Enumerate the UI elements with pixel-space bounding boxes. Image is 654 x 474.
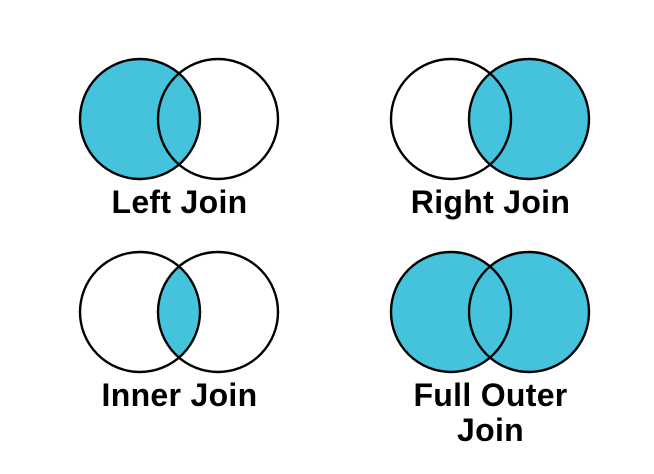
left-circle-outline: [389, 250, 512, 374]
right-circle-fill: [468, 59, 589, 179]
panel-inner-join: Inner Join: [0, 237, 327, 474]
left-circle-outline: [78, 57, 201, 181]
venn-left-join-diagram: [78, 57, 279, 181]
venn-full-outer-join-diagram: [389, 250, 590, 374]
left-circle-outline: [78, 250, 201, 374]
venn-inner-join-diagram: [78, 250, 279, 374]
panel-left-join: Left Join: [0, 0, 327, 237]
left-circle-outline: [389, 57, 512, 181]
panel-right-join-content: Right Join: [388, 55, 594, 220]
right-circle-outline: [156, 57, 279, 181]
label-inner-join: Inner Join: [101, 377, 258, 413]
panel-full-outer-join-content: Full Outer Join: [386, 248, 596, 448]
label-left-join: Left Join: [111, 184, 248, 220]
label-full-outer-join: Full Outer Join: [413, 377, 568, 448]
right-circle-outline: [467, 57, 590, 181]
right-circle-outline: [467, 250, 590, 374]
panel-full-outer-join: Full Outer Join: [327, 237, 654, 474]
panel-right-join: Right Join: [327, 0, 654, 237]
panel-left-join-content: Left Join: [77, 55, 283, 220]
venn-right-join-diagram: [389, 57, 590, 181]
intersection-fill: [157, 252, 200, 372]
right-circle-fill: [468, 252, 589, 372]
right-circle-outline: [156, 250, 279, 374]
left-circle-fill: [79, 59, 200, 179]
label-right-join: Right Join: [410, 184, 571, 220]
panel-inner-join-content: Inner Join: [77, 248, 283, 413]
